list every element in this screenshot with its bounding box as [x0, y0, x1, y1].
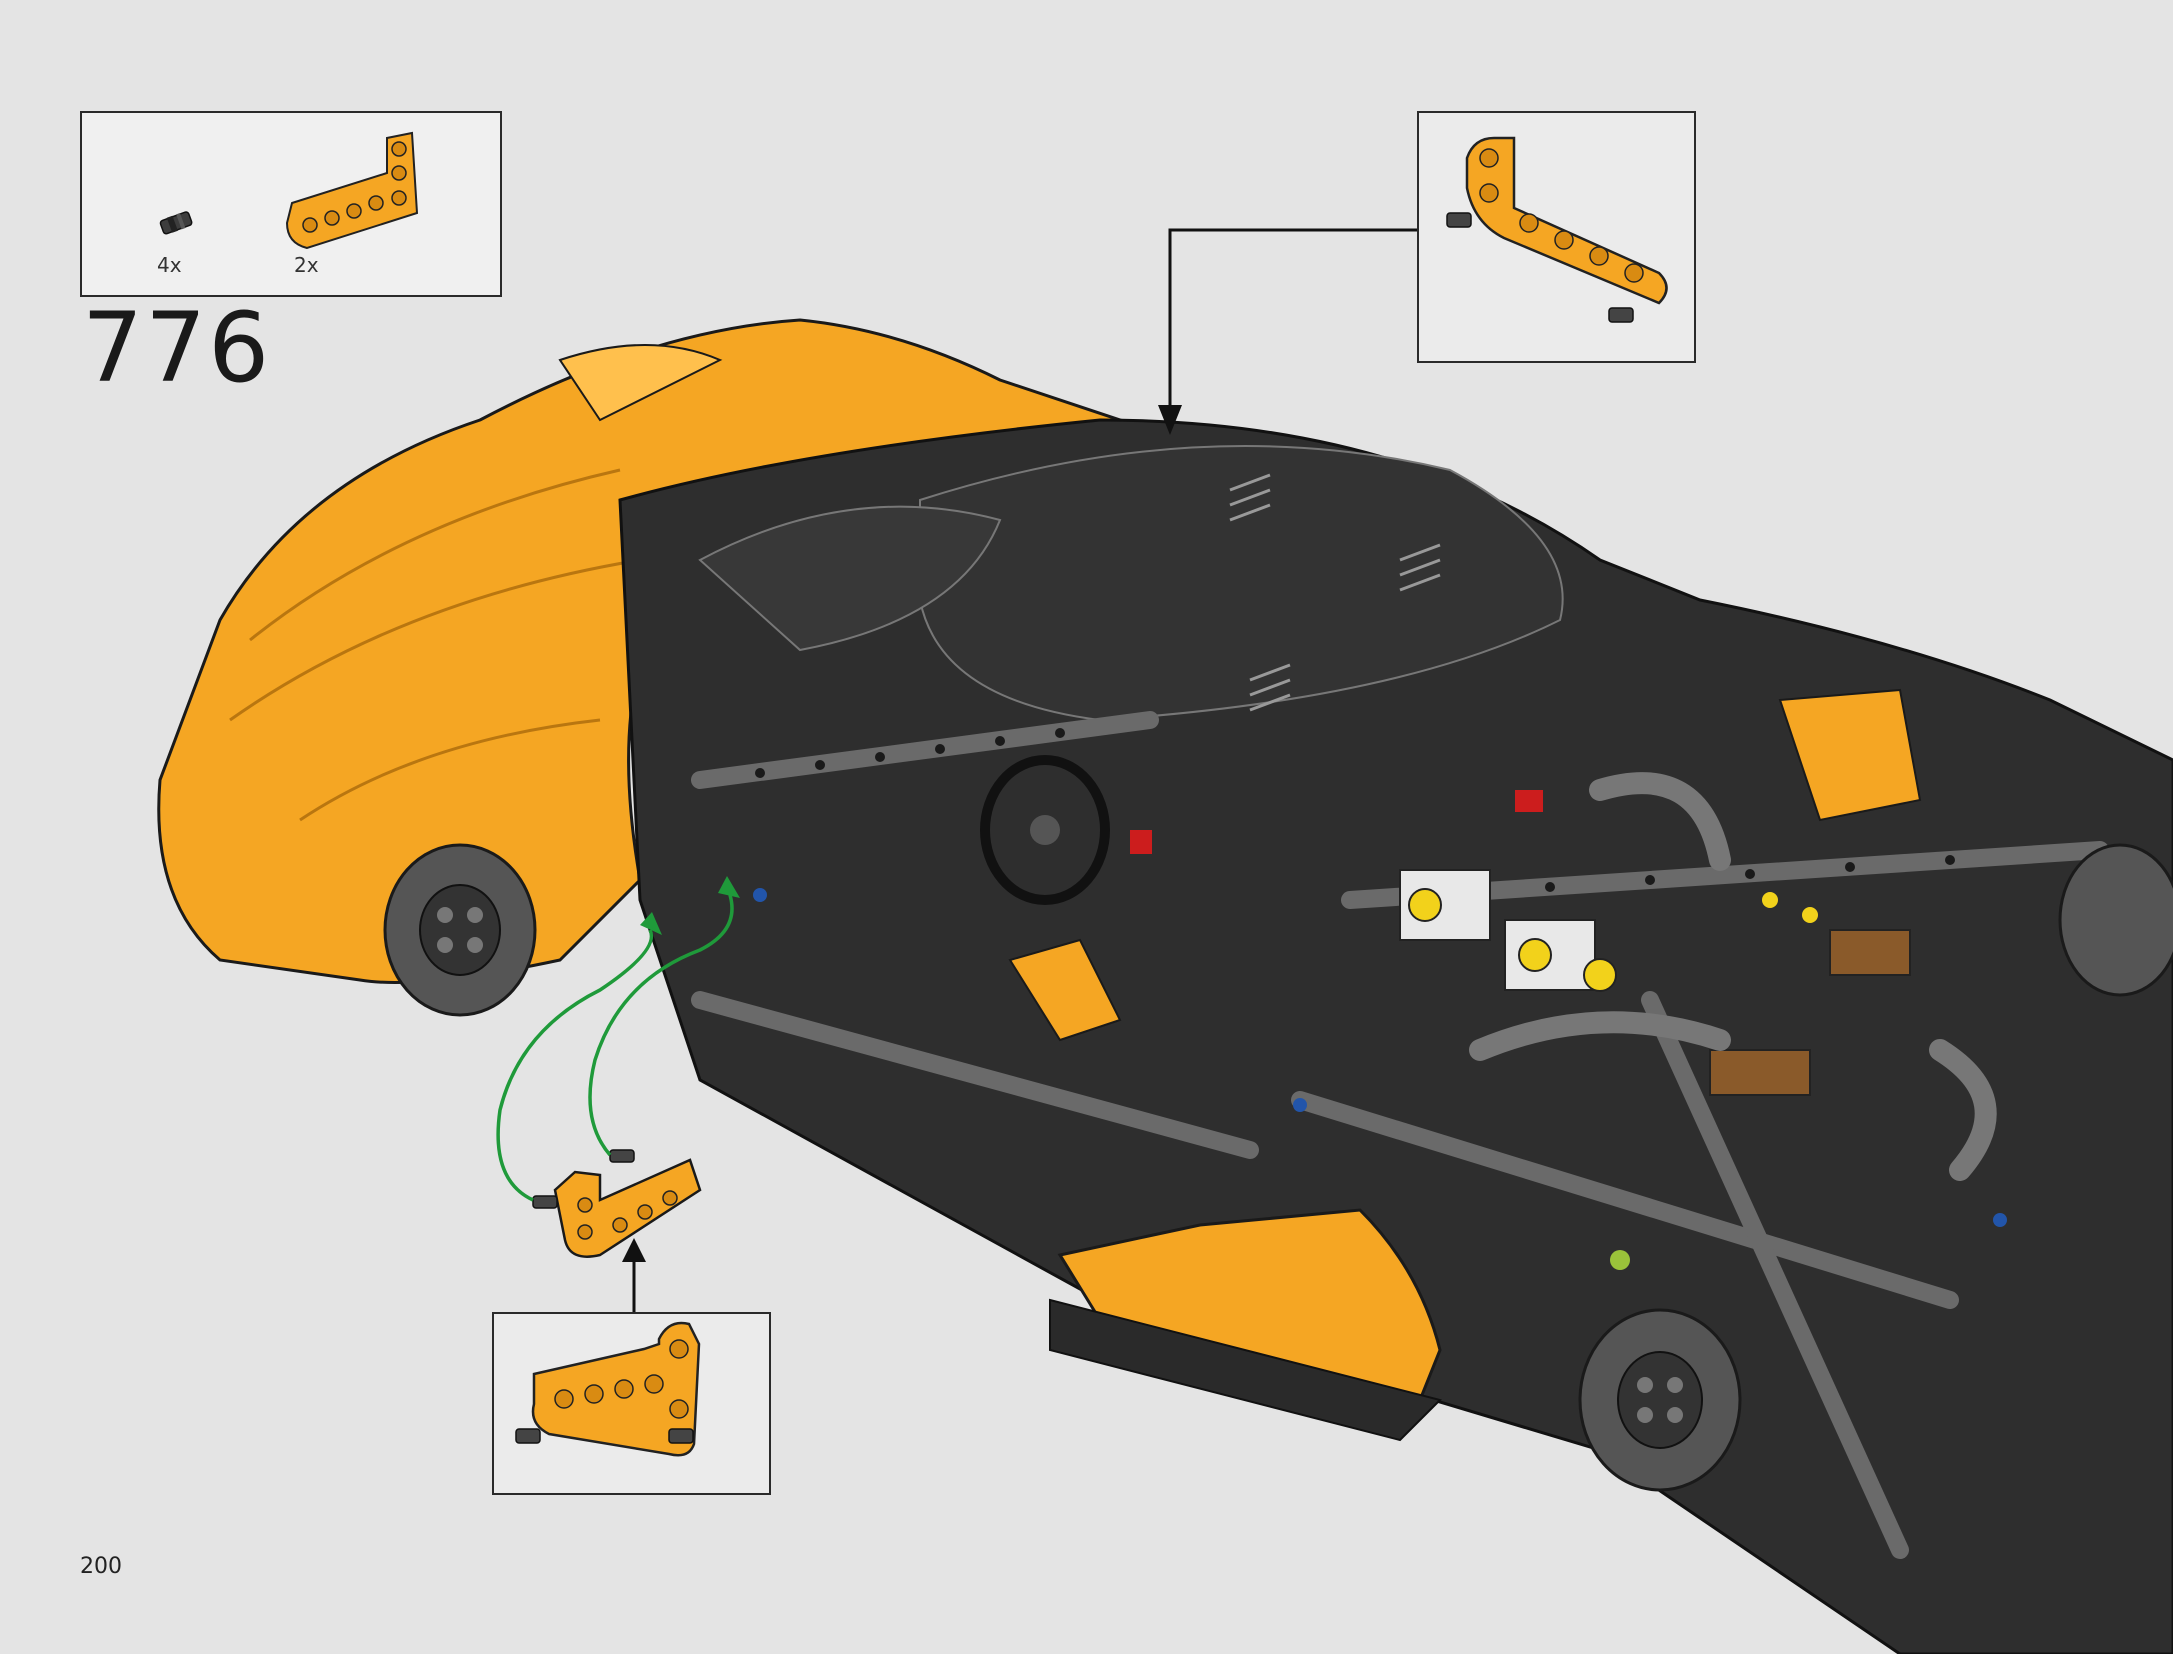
engine-block [1399, 772, 1997, 1181]
car-body-dark [618, 418, 2173, 1654]
front-wheel [383, 843, 537, 1017]
callout-bottom-illustration [515, 1321, 701, 1457]
parts-list-box: 4x 2x [80, 111, 502, 297]
callout-box-top [1417, 111, 1696, 363]
parts-list-illustration [159, 131, 419, 250]
rear-orange-panels [1008, 688, 1922, 1442]
callout-arrow-top [1158, 228, 1418, 435]
axle-pin-icon [159, 211, 193, 235]
l-beam-icon [285, 131, 419, 250]
right-rear-wheel [2058, 843, 2173, 997]
l-beam-quantity: 2x [294, 253, 319, 277]
callout-top-illustration [1446, 136, 1668, 323]
callout-arrow-bottom [622, 1238, 646, 1312]
steering-wheel [980, 755, 1110, 905]
green-assembly-arrows [496, 876, 740, 1202]
axle-pin-quantity: 4x [157, 253, 182, 277]
step-number: 776 [82, 292, 272, 404]
page-number: 200 [80, 1554, 122, 1579]
callout-box-bottom [492, 1312, 771, 1495]
sub-assembly-l-beam [532, 1149, 702, 1258]
rear-wheel [1578, 1308, 1742, 1492]
